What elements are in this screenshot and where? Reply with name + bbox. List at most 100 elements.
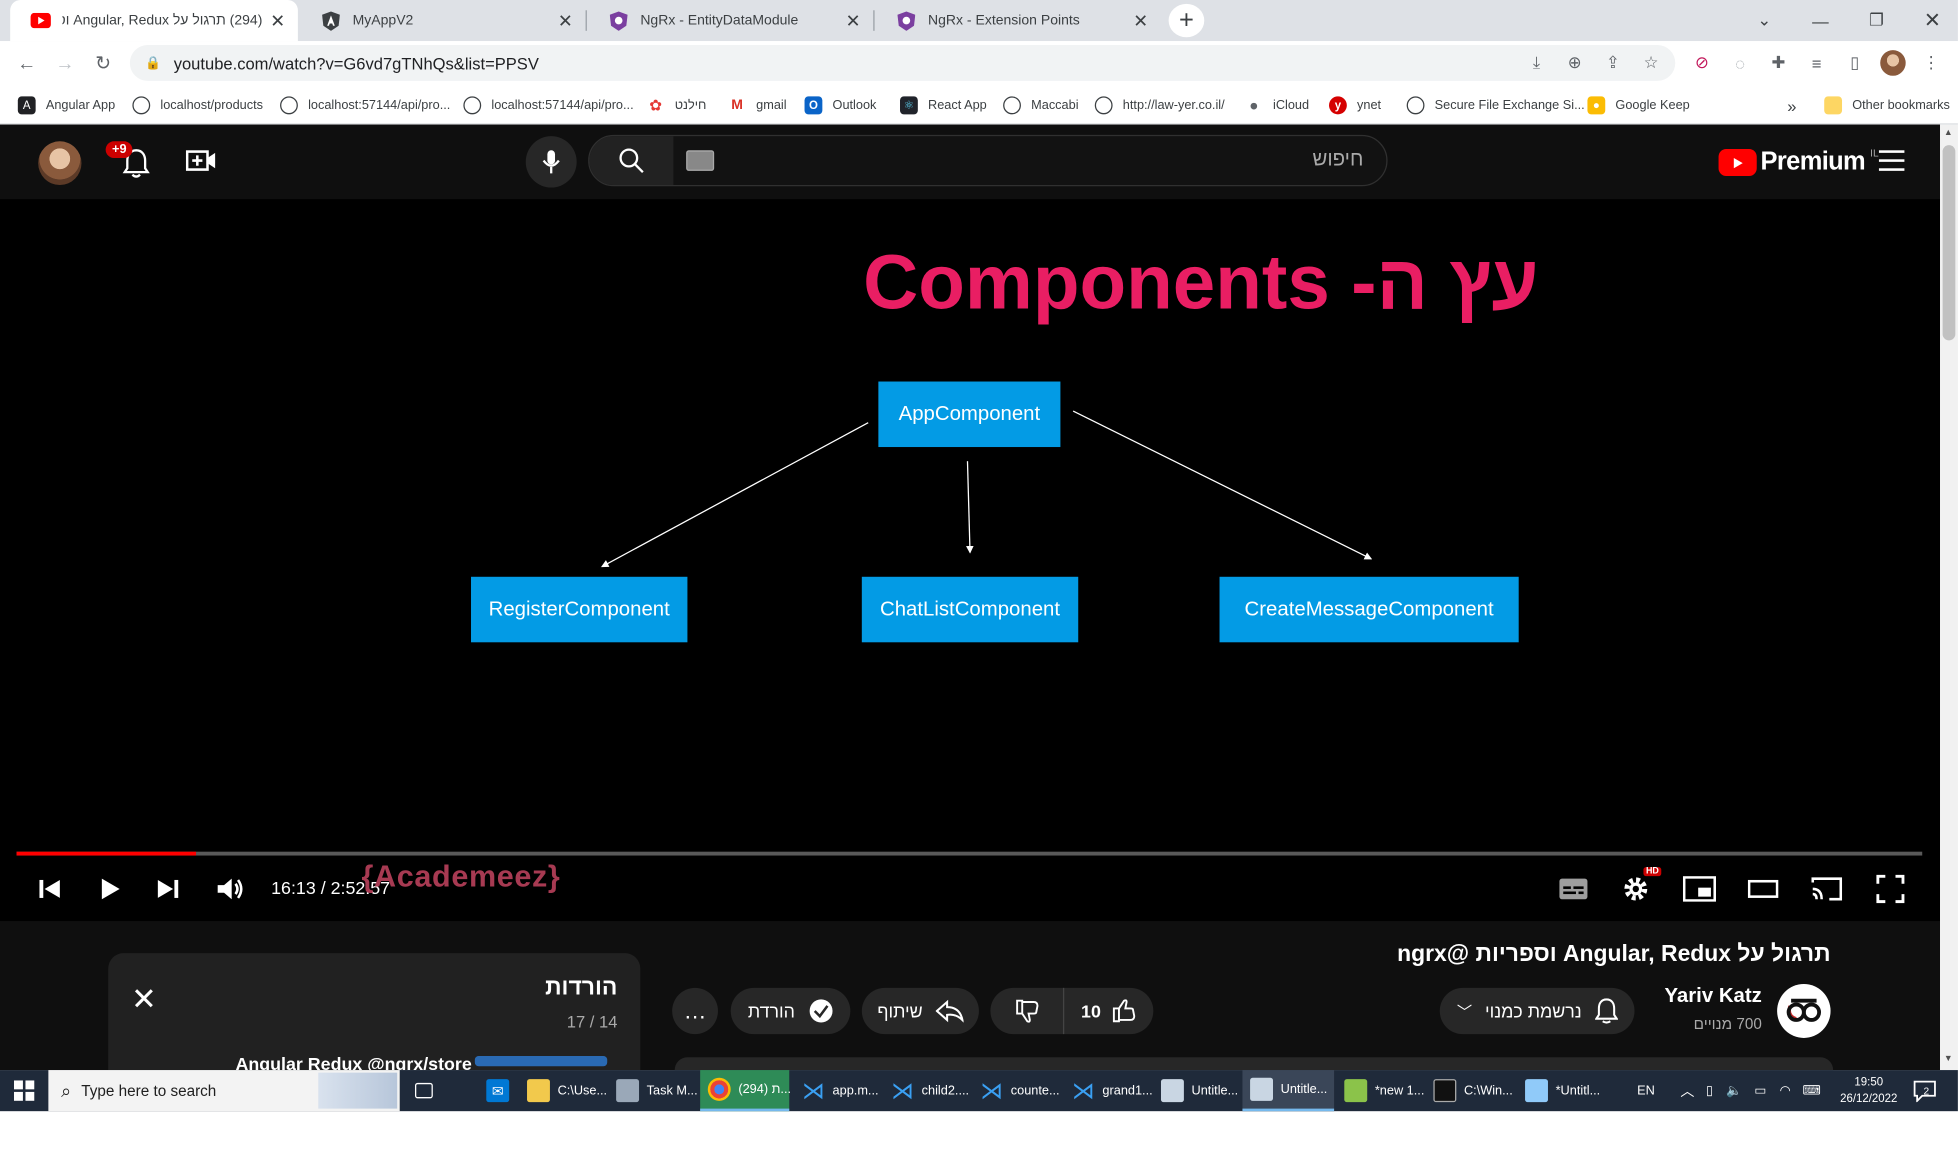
subscribed-button[interactable]: ﹀ נרשמת כמנוי <box>1439 987 1635 1035</box>
loading-extension-icon[interactable]: ◌ <box>1735 53 1746 73</box>
scroll-down-icon[interactable]: ▼ <box>1943 1054 1953 1064</box>
tab-youtube[interactable]: (294) תרגול על Angular, Redux וספריות ✕ <box>10 0 298 42</box>
more-actions-button[interactable]: … <box>672 987 718 1035</box>
back-icon[interactable]: ← <box>17 52 37 74</box>
voice-search-mic-icon[interactable] <box>525 136 577 188</box>
taskbar-app[interactable]: *new 1... <box>1337 1070 1424 1111</box>
extensions-puzzle-icon[interactable]: ✚ <box>1771 52 1786 72</box>
close-icon[interactable]: ✕ <box>1133 9 1149 31</box>
share-button[interactable]: שיתוף <box>861 987 979 1035</box>
next-icon[interactable] <box>149 870 187 909</box>
bookmark-star-icon[interactable]: ☆ <box>1643 52 1659 72</box>
settings-gear-icon[interactable] <box>1617 870 1655 909</box>
miniplayer-icon[interactable] <box>1680 870 1718 909</box>
taskbar-app[interactable]: C:\Use... <box>519 1070 607 1111</box>
bookmark-item[interactable]: localhost:57144/api/pro... <box>463 94 634 117</box>
scrollbar-thumb[interactable] <box>1942 145 1956 341</box>
share-icon[interactable]: ⇪ <box>1605 52 1620 72</box>
taskbar-clock[interactable]: 19:50 26/12/2022 <box>1840 1075 1898 1105</box>
download-item-thumbnail[interactable] <box>474 1055 608 1067</box>
theater-mode-icon[interactable] <box>1744 870 1782 909</box>
download-button[interactable]: הורדת <box>730 987 851 1035</box>
keyboard-icon[interactable] <box>686 150 715 171</box>
taskbar-app[interactable]: ⋊grand1... <box>1071 1077 1153 1103</box>
taskbar-app[interactable]: *Untitl... <box>1517 1070 1606 1111</box>
taskbar-search-input[interactable]: ⌕ Type here to search <box>48 1070 400 1112</box>
video-player[interactable]: עץ ה- Components AppComponent RegisterCo… <box>0 199 1941 922</box>
page-scrollbar[interactable]: ▲ ▼ <box>1940 124 1958 1071</box>
keyboard-tray-icon[interactable]: ⌨ <box>1802 1083 1821 1098</box>
volume-icon[interactable] <box>211 870 249 909</box>
taskbar-app[interactable]: ⋊app.m... <box>801 1077 879 1103</box>
taskbar-app[interactable]: ⋊counte... <box>980 1077 1060 1103</box>
play-icon[interactable] <box>90 870 128 909</box>
taskbar-app[interactable]: C:\Win... <box>1426 1070 1515 1111</box>
taskbar-app[interactable]: ⋊child2.... <box>891 1077 970 1103</box>
bookmark-item[interactable]: ●Google Keep <box>1587 94 1690 117</box>
bookmark-item[interactable]: http://law-yer.co.il/ <box>1094 94 1225 117</box>
bookmark-item[interactable]: ●iCloud <box>1245 94 1309 117</box>
taskbar-app[interactable]: Untitle... <box>1242 1070 1335 1112</box>
bookmark-item[interactable]: Maccabi <box>1003 94 1079 117</box>
zoom-icon[interactable]: ⊕ <box>1567 52 1582 72</box>
search-input[interactable]: חיפוש <box>588 134 1388 187</box>
bookmark-item[interactable]: ⚛React App <box>900 94 987 117</box>
close-icon[interactable]: ✕ <box>557 9 573 31</box>
fullscreen-icon[interactable] <box>1871 870 1909 909</box>
close-icon[interactable]: ✕ <box>270 9 286 31</box>
tab-ngrx-entity[interactable]: NgRx - EntityDataModule ✕ <box>588 0 873 41</box>
kebab-menu-icon[interactable]: ⋮ <box>1922 52 1940 72</box>
media-control-icon[interactable]: ≡ <box>1811 53 1822 73</box>
bookmarks-overflow-button[interactable]: » <box>1787 95 1797 115</box>
volume-tray-icon[interactable]: 🔈 <box>1726 1083 1743 1098</box>
install-icon[interactable]: ⤓ <box>1532 52 1541 72</box>
channel-name[interactable]: Yariv Katz <box>1664 985 1762 1008</box>
profile-avatar[interactable] <box>1880 50 1906 76</box>
search-button[interactable] <box>589 136 674 185</box>
taskbar-app[interactable]: (294) ת... <box>700 1070 791 1112</box>
close-icon[interactable]: ✕ <box>131 982 157 1018</box>
window-close-button[interactable]: ✕ <box>1923 10 1941 33</box>
minimize-button[interactable]: — <box>1812 10 1829 31</box>
scroll-up-icon[interactable]: ▲ <box>1943 128 1953 138</box>
language-indicator[interactable]: EN <box>1637 1083 1655 1098</box>
account-avatar[interactable] <box>38 141 82 185</box>
previous-icon[interactable] <box>31 870 69 909</box>
start-button[interactable] <box>0 1070 48 1111</box>
taskbar-app[interactable]: Untitle... <box>1153 1070 1240 1111</box>
bookmark-item[interactable]: Secure File Exchange Si... <box>1406 94 1585 117</box>
channel-avatar[interactable] <box>1777 984 1831 1038</box>
tray-tablet-icon[interactable]: ▯ <box>1705 1083 1713 1098</box>
mail-app[interactable]: ✉ <box>479 1070 515 1111</box>
reload-icon[interactable]: ↻ <box>95 52 112 75</box>
other-bookmarks[interactable]: Other bookmarks <box>1824 94 1950 117</box>
like-button[interactable]: 10 <box>1064 988 1153 1034</box>
wifi-icon[interactable]: ◠ <box>1779 1083 1791 1098</box>
youtube-premium-logo[interactable]: Premium IL <box>1718 148 1879 178</box>
taskbar-app[interactable]: Task M... <box>608 1070 698 1111</box>
bookmark-item[interactable]: localhost:57144/api/pro... <box>280 94 450 117</box>
download-item-title[interactable]: Angular Redux @ngrx/store <box>235 1053 472 1071</box>
notification-center-icon[interactable]: 2 <box>1912 1079 1937 1104</box>
new-tab-button[interactable]: + <box>1168 3 1205 38</box>
close-icon[interactable]: ✕ <box>845 9 861 31</box>
dislike-button[interactable] <box>990 987 1065 1035</box>
side-panel-icon[interactable]: ▯ <box>1850 52 1860 72</box>
tab-search-icon[interactable]: ⌄ <box>1757 10 1772 30</box>
tray-chevron-icon[interactable]: ︿ <box>1680 1084 1695 1100</box>
restore-button[interactable]: ❐ <box>1868 10 1884 30</box>
forward-icon[interactable]: → <box>55 52 75 74</box>
cast-icon[interactable] <box>1808 870 1846 909</box>
adblock-extension-icon[interactable]: ⊘ <box>1695 52 1709 72</box>
create-video-icon[interactable] <box>185 148 217 176</box>
task-view-icon[interactable] <box>407 1070 445 1111</box>
tab-myappv2[interactable]: MyAppV2 ✕ <box>300 0 585 41</box>
tab-ngrx-extension[interactable]: NgRx - Extension Points ✕ <box>876 0 1161 41</box>
battery-icon[interactable]: ▭ <box>1754 1083 1767 1098</box>
menu-hamburger-icon[interactable] <box>1878 150 1905 171</box>
description-box[interactable] <box>674 1057 1834 1071</box>
